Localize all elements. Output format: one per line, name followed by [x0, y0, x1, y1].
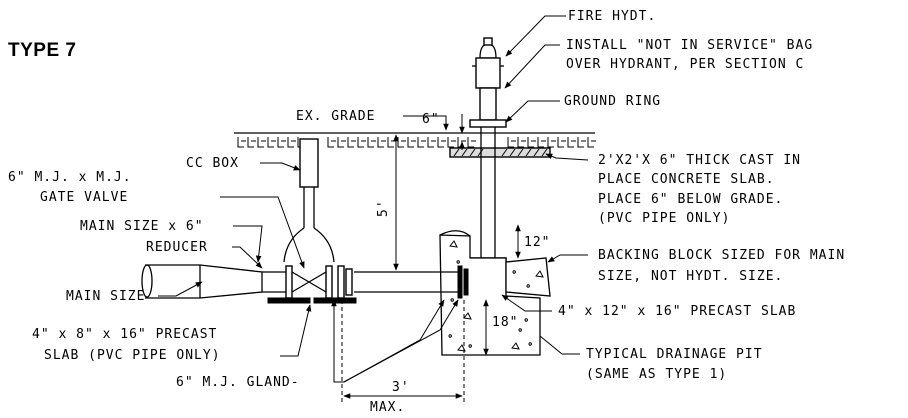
mj-gland — [457, 265, 469, 299]
aggregate-marks — [448, 240, 544, 352]
label-main-size: MAIN SIZE — [66, 289, 145, 304]
cc-box — [283, 138, 335, 263]
backing-block — [505, 257, 551, 297]
label-gland: 6" M.J. GLAND- — [176, 375, 300, 390]
dim-max-label: MAX. — [370, 400, 405, 413]
dim-3ft-label: 3' — [392, 380, 410, 395]
label-precast-4x8-line1: 4" x 8" x 16" PRECAST — [32, 327, 217, 342]
dim-6in-label: 6" — [422, 112, 440, 127]
dim-5ft-label: 5' — [376, 199, 391, 217]
label-bag-line1: INSTALL "NOT IN SERVICE" BAG — [566, 38, 813, 53]
detail-title: TYPE 7 — [8, 40, 76, 61]
label-precast-4x12: 4" x 12" x 16" PRECAST SLAB — [558, 304, 796, 319]
dim-12in-label: 12" — [524, 235, 550, 250]
label-ground-ring: GROUND RING — [564, 94, 661, 109]
label-drainage-line2: (SAME AS TYPE 1) — [586, 367, 727, 382]
label-slab-line1: 2'X2'X 6" THICK CAST IN — [598, 153, 801, 168]
label-slab-line2: PLACE CONCRETE SLAB. — [598, 172, 775, 187]
label-reducer-line1: MAIN SIZE x 6" — [80, 219, 204, 234]
concrete-slab — [449, 147, 551, 158]
grade-hatching — [237, 137, 596, 148]
label-backing-line2: SIZE, NOT HYDT. SIZE. — [598, 269, 783, 284]
label-reducer-line2: REDUCER — [146, 240, 208, 255]
label-slab-line4: (PVC PIPE ONLY) — [598, 211, 730, 226]
label-drainage-line1: TYPICAL DRAINAGE PIT — [586, 347, 763, 362]
leader-lines — [158, 15, 589, 383]
existing-grade — [234, 132, 596, 148]
label-bag-line2: OVER HYDRANT, PER SECTION C — [566, 57, 804, 72]
dim-3ft — [341, 300, 465, 403]
gate-valve — [285, 265, 353, 299]
label-precast-4x8-line2: SLAB (PVC PIPE ONLY) — [44, 348, 221, 363]
label-fire-hydrant: FIRE HYDT. — [568, 9, 656, 24]
label-gate-valve-line2: GATE VALVE — [40, 190, 128, 205]
label-cc-box: CC BOX — [186, 156, 239, 171]
precast-slab-valve — [267, 297, 357, 304]
label-backing-line1: BACKING BLOCK SIZED FOR MAIN — [598, 248, 845, 263]
label-gate-valve-line1: 6" M.J. x M.J. — [8, 170, 132, 185]
fire-hydrant — [469, 37, 507, 258]
main-pipe — [141, 264, 462, 299]
label-ex-grade: EX. GRADE — [296, 109, 375, 124]
dim-18in-label: 18" — [492, 315, 518, 330]
label-slab-line3: PLACE 6" BELOW GRADE. — [598, 192, 783, 207]
